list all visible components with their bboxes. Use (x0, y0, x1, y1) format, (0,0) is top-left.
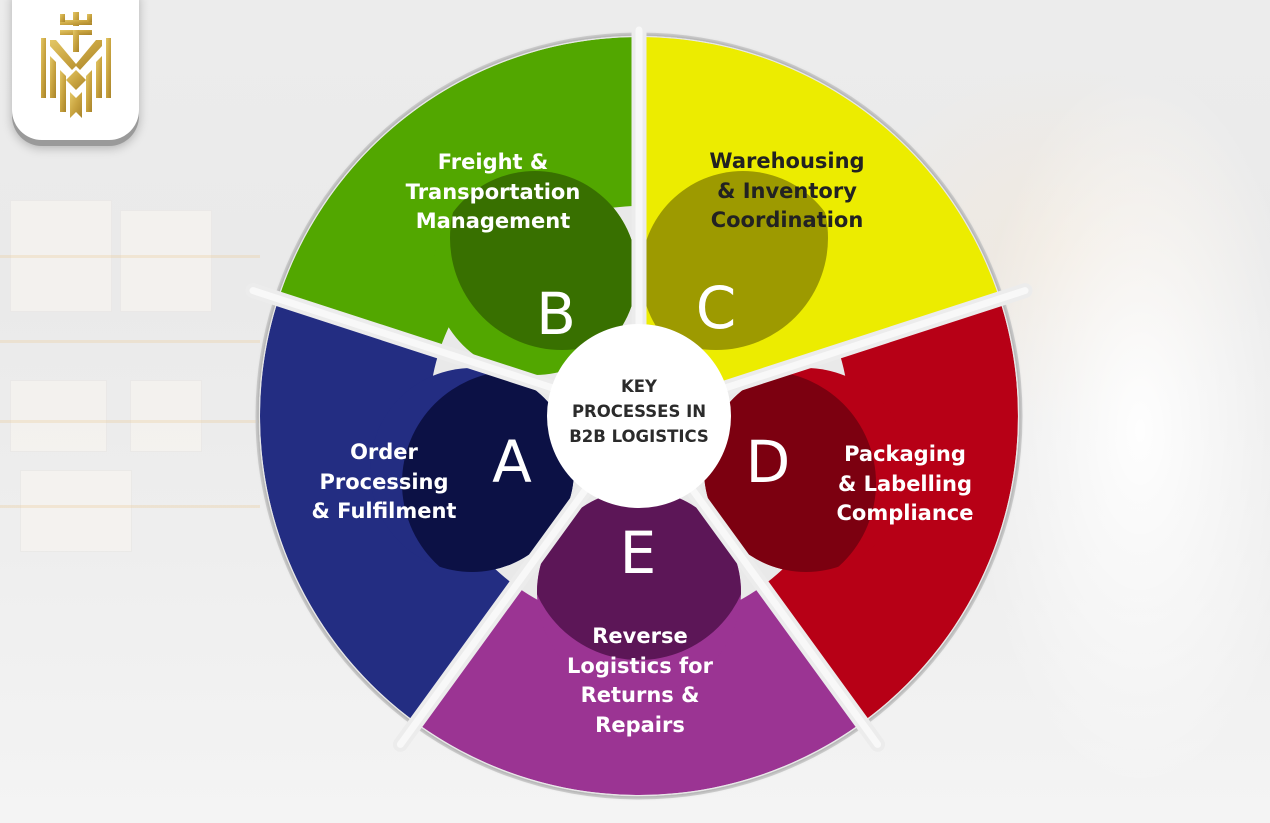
label-line: Warehousing (709, 149, 865, 173)
center-title-line: KEY (620, 377, 657, 396)
background-shelf-beam (0, 340, 260, 343)
center-hub (547, 324, 731, 508)
background-shelf (10, 380, 107, 452)
segment-e-letter: E (619, 519, 657, 587)
segment-c-letter: C (695, 274, 737, 342)
background-shelf (10, 200, 112, 312)
label-line: Returns & (580, 683, 700, 707)
label-line: Processing (319, 469, 449, 494)
background-shelf (130, 380, 202, 452)
label-line: Reverse (592, 624, 688, 648)
label-line: Order (350, 440, 418, 464)
segment-b-label: Freight & Transportation Management (406, 148, 581, 237)
label-line: Coordination (710, 208, 864, 232)
center-title: KEY PROCESSES IN B2B LOGISTICS (569, 374, 709, 449)
segment-a-label: Order Processing & Fulfilment (312, 438, 457, 527)
background-shelf-beam (0, 505, 260, 508)
label-line: Repairs (595, 712, 685, 737)
segment-c-label: Warehousing & Inventory Coordination (709, 147, 864, 236)
segment-b-letter: B (536, 280, 576, 348)
background-shelf-beam (0, 420, 260, 423)
segment-a-letter: A (492, 428, 532, 496)
label-line: & Labelling (837, 471, 973, 496)
label-line: Packaging (844, 442, 966, 466)
label-line: Logistics for (567, 653, 713, 678)
crown-shield-logo-icon (41, 12, 111, 118)
label-line: Management (415, 209, 571, 233)
label-line: & Inventory (717, 178, 857, 203)
segment-d-label: Packaging & Labelling Compliance (837, 440, 974, 529)
segment-d-letter: D (745, 428, 791, 496)
center-title-line: B2B LOGISTICS (569, 427, 709, 446)
background-shelf (120, 210, 212, 312)
label-line: Freight & (437, 150, 549, 174)
logo-card (12, 0, 139, 140)
segment-e-label: Reverse Logistics for Returns & Repairs (567, 622, 713, 740)
background-shelf-beam (0, 255, 260, 258)
label-line: & Fulfilment (311, 499, 457, 523)
center-title-line: PROCESSES IN (571, 402, 707, 421)
label-line: Transportation (405, 179, 581, 204)
label-line: Compliance (836, 501, 974, 525)
background-shelf (20, 470, 132, 552)
